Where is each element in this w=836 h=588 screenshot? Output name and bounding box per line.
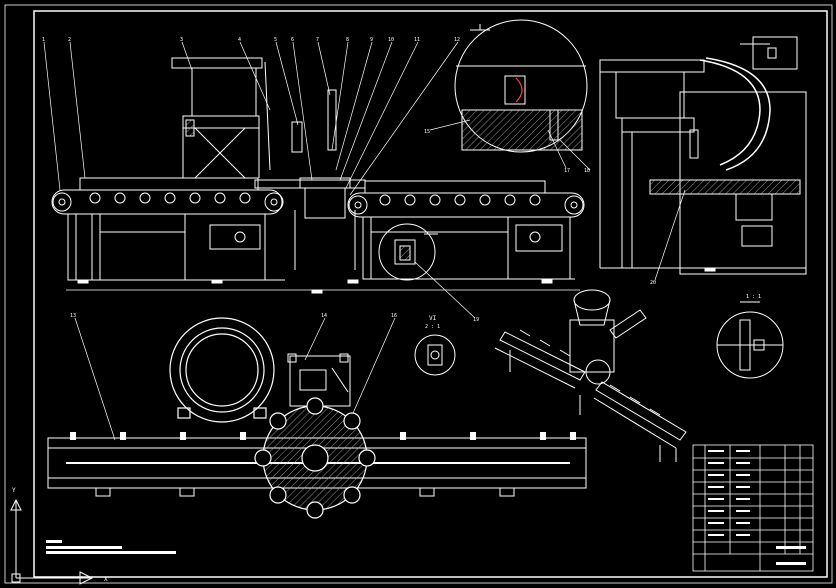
part-label: 8 [346, 37, 349, 43]
bottom-conveyor-blocks [70, 432, 576, 440]
part-label: 3 [180, 37, 183, 43]
view-scale-label-top: 1 : 1 [746, 294, 761, 300]
leader-lines [43, 41, 686, 441]
title-block [692, 444, 814, 572]
drawing-border [4, 4, 833, 584]
part-label: 17 [564, 168, 570, 174]
detail-view-top [454, 19, 588, 153]
side-view [599, 57, 807, 275]
ucs-y-label: Y [12, 487, 16, 494]
ucs-x-label: X [104, 576, 108, 583]
isometric-view [494, 289, 687, 462]
part-label: 16 [391, 313, 397, 319]
part-label: 19 [473, 317, 479, 323]
view-name-label: VI [429, 315, 437, 322]
front-view [51, 57, 585, 294]
part-label: 15 [424, 129, 430, 135]
detail-box-top-right [740, 36, 798, 70]
technical-notes-block [46, 540, 176, 554]
part-label: 11 [414, 37, 420, 43]
detail-view-vi [414, 334, 456, 376]
detail-view-mid [378, 223, 438, 281]
part-label: 13 [70, 313, 76, 319]
conveyor-1-rollers [89, 192, 251, 204]
ucs-axis-icon [10, 498, 94, 585]
part-label: 2 [68, 37, 71, 43]
drive-unit [287, 353, 351, 407]
part-label: 10 [388, 37, 394, 43]
star-wheel [254, 397, 376, 519]
part-label: 9 [370, 37, 373, 43]
part-label: 14 [321, 313, 327, 319]
conveyor-2-rollers [379, 194, 541, 206]
part-label: 20 [650, 280, 656, 286]
title-block-text-lines [708, 450, 806, 565]
detail-view-lower-right [716, 301, 784, 379]
part-label: 12 [454, 37, 460, 43]
view-scale-label: 2 : 1 [425, 324, 440, 330]
part-label: 7 [316, 37, 319, 43]
part-label: 1 [42, 37, 45, 43]
part-number-labels: 1 2 3 4 5 6 7 8 9 10 11 12 13 14 15 16 1… [42, 37, 656, 323]
part-label: 18 [584, 168, 590, 174]
part-label: 6 [291, 37, 294, 43]
vibratory-hopper [169, 317, 275, 423]
part-label: 4 [238, 37, 241, 43]
part-label: 5 [274, 37, 277, 43]
star-wheel-pockets [254, 397, 376, 519]
